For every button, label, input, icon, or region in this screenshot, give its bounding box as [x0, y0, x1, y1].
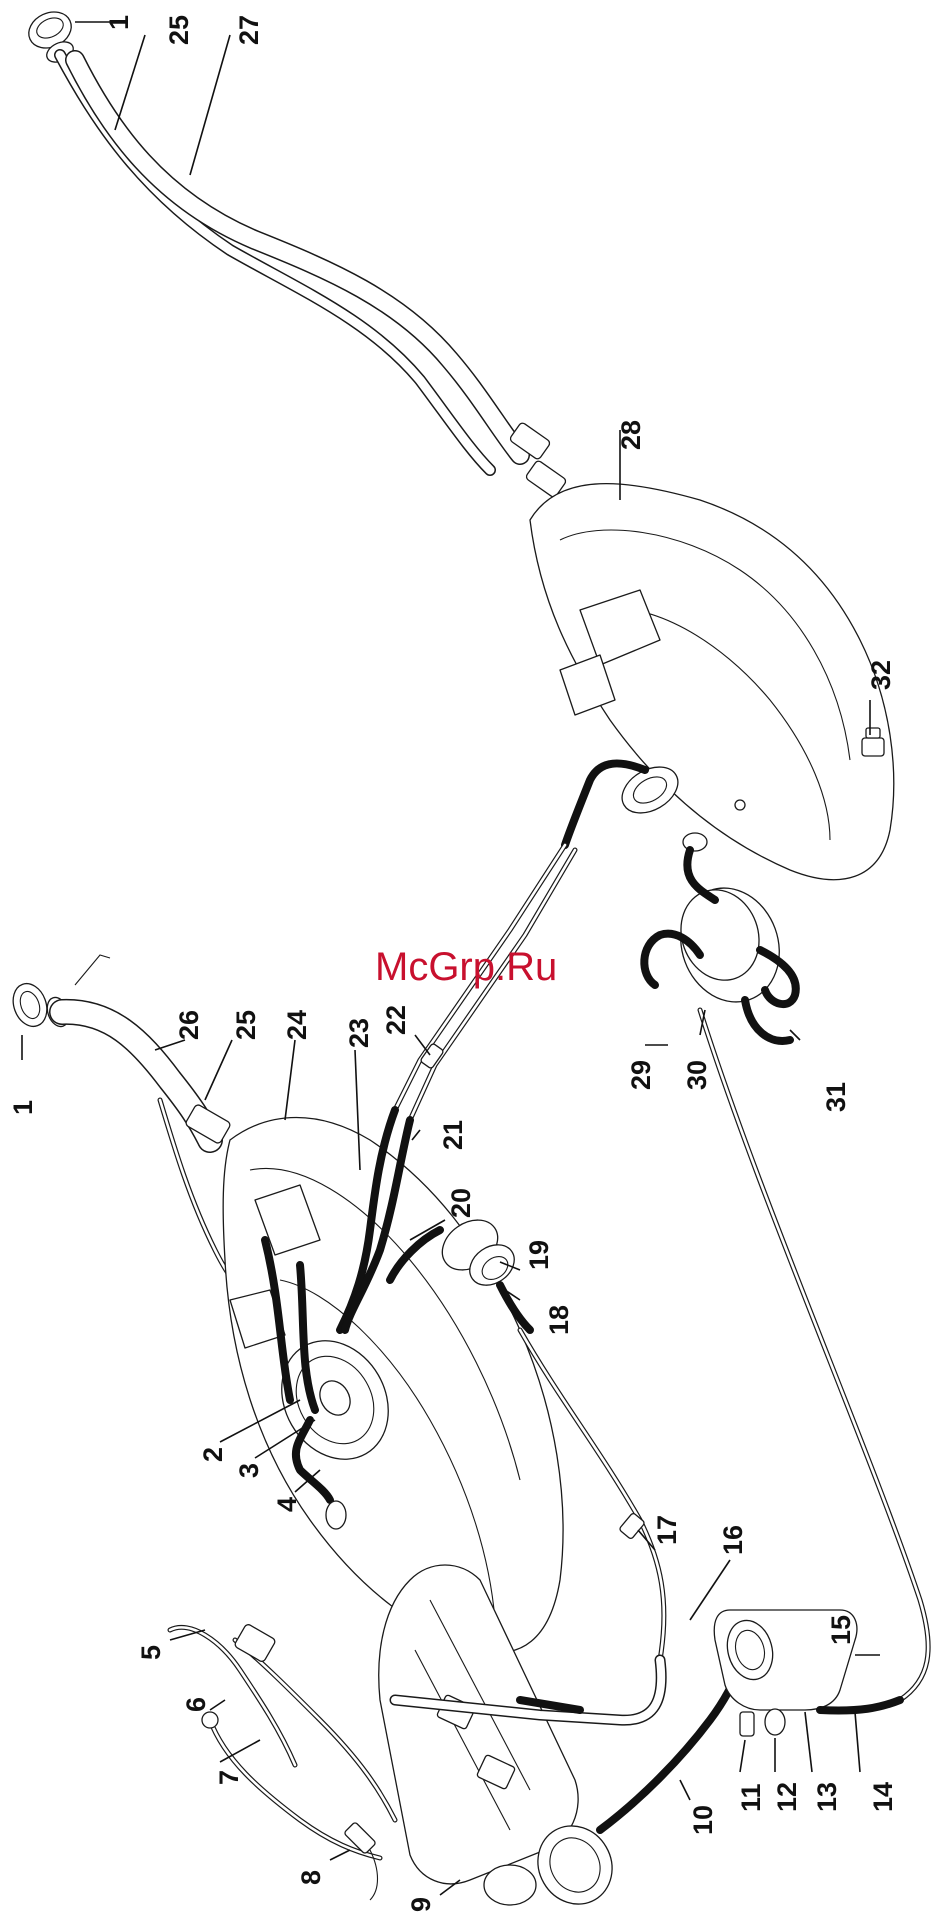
callout-32: 32 — [866, 660, 896, 690]
hose-10 — [600, 1665, 740, 1830]
callout-23: 23 — [344, 1018, 374, 1048]
watermark: McGrp.Ru — [375, 945, 557, 989]
callout-25-top: 25 — [164, 15, 194, 45]
tube-7 — [235, 1640, 395, 1820]
callout-14: 14 — [868, 1782, 898, 1812]
line-clamp-17 — [619, 1512, 645, 1539]
callout-7: 7 — [214, 1770, 244, 1785]
callout-19: 19 — [524, 1240, 554, 1270]
upper-filler-pipe-assembly — [23, 5, 894, 1041]
callout-6: 6 — [181, 1697, 211, 1712]
callout-18: 18 — [544, 1305, 574, 1335]
callout-27: 27 — [234, 15, 264, 45]
callout-22: 22 — [381, 1005, 411, 1035]
callout-26: 26 — [174, 1010, 204, 1040]
canister-hose-inlet — [687, 850, 715, 900]
neck-bracket-26 — [75, 955, 110, 985]
vapor-canister-30 — [665, 874, 795, 1016]
callout-20: 20 — [446, 1188, 476, 1218]
callout-21: 21 — [438, 1120, 468, 1150]
callout-25-left: 25 — [231, 1010, 261, 1040]
callout-16: 16 — [718, 1525, 748, 1555]
callout-9: 9 — [406, 1897, 436, 1912]
filler-neck-upper — [60, 55, 490, 470]
callout-1-left: 1 — [8, 1100, 38, 1115]
fuel-tank-right — [530, 484, 894, 880]
callout-15: 15 — [826, 1615, 856, 1645]
callout-1-top: 1 — [104, 15, 134, 30]
callout-8: 8 — [296, 1870, 326, 1885]
callout-12: 12 — [772, 1782, 802, 1812]
tube-5 — [170, 1627, 295, 1765]
callout-4: 4 — [272, 1497, 302, 1512]
callout-24: 24 — [282, 1010, 312, 1040]
callout-10: 10 — [688, 1805, 718, 1835]
tank-drain-right — [735, 800, 745, 810]
callout-30: 30 — [682, 1060, 712, 1090]
fitting-11 — [740, 1712, 754, 1736]
callout-17: 17 — [652, 1515, 682, 1545]
valve-12 — [765, 1709, 785, 1735]
callout-13: 13 — [812, 1782, 842, 1812]
callout-3: 3 — [234, 1463, 264, 1478]
callout-2: 2 — [198, 1447, 228, 1462]
callout-29: 29 — [626, 1060, 656, 1090]
filler-pipe-upper — [75, 60, 520, 455]
callout-31: 31 — [821, 1082, 851, 1112]
callout-28: 28 — [616, 420, 646, 450]
tank-outlet-left — [326, 1501, 346, 1529]
callout-5: 5 — [136, 1645, 166, 1660]
callout-11: 11 — [736, 1783, 766, 1812]
connector-8 — [344, 1822, 378, 1900]
